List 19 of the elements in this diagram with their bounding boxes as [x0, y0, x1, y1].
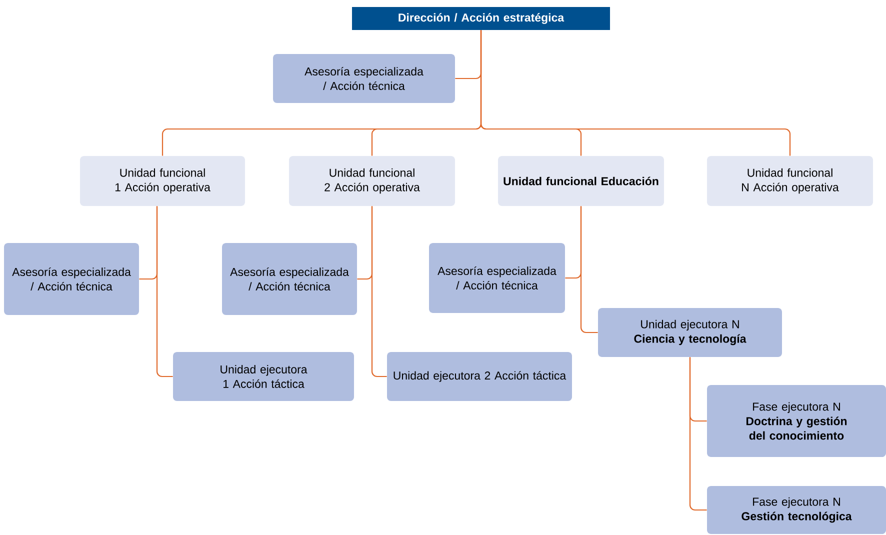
executing-unit-box: Unidad ejecutora N Ciencia y tecnología	[598, 308, 782, 357]
executing-unit-box: Unidad ejecutora 2 Acción táctica	[387, 352, 572, 401]
advisory-box: Asesoría especializada / Acción técnica	[273, 54, 455, 103]
connector-line	[371, 206, 387, 378]
unit-box: Unidad funcional Educación	[498, 156, 664, 206]
advisory-box: Asesoría especializada / Acción técnica	[222, 243, 357, 315]
advisory-box: Asesoría especializada / Acción técnica	[429, 243, 565, 313]
unit-box: Unidad funcional 1 Acción operativa	[80, 156, 245, 206]
phase-box: Fase ejecutora N Gestión tecnológica	[707, 486, 886, 534]
connector-line	[580, 206, 598, 334]
advisory-box: Asesoría especializada / Acción técnica	[4, 243, 139, 315]
connector-line	[156, 206, 173, 378]
unit-box: Unidad funcional N Acción operativa	[707, 156, 873, 206]
connector-line	[480, 30, 791, 156]
connector-line	[689, 357, 707, 511]
heading-box: Dirección / Acción estratégica	[352, 7, 610, 30]
executing-unit-box: Unidad ejecutora 1 Acción táctica	[173, 352, 354, 401]
unit-box: Unidad funcional 2 Acción operativa	[289, 156, 455, 206]
phase-box: Fase ejecutora N Doctrina y gestión del conocimiento	[707, 385, 886, 457]
